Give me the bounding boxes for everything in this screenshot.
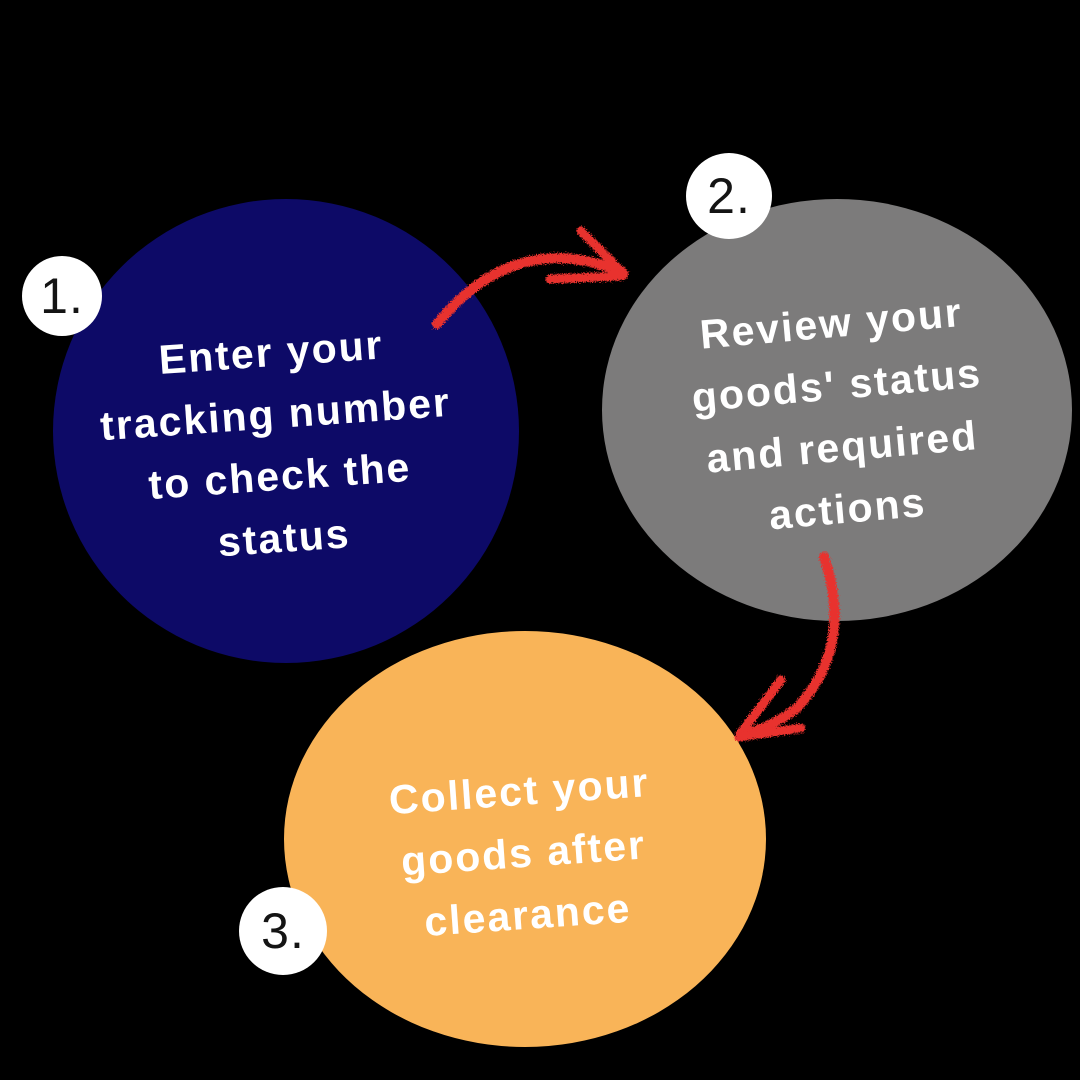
arrow-1-head-barb-icon [545,271,627,284]
step-2-number: 2. [707,168,751,224]
step-1-number: 1. [40,268,84,324]
arrow-1-head-barb-icon [576,226,629,279]
step-2-text: Review your goods' status and required a… [683,280,994,552]
step-2-number-badge: 2. [686,153,772,239]
arrow-2-head-barb-icon [735,675,786,739]
step-3-circle: Collect your goods after clearance [284,631,766,1047]
step-2-circle: Review your goods' status and required a… [602,199,1072,621]
step-1-circle: Enter your tracking number to check the … [53,199,519,663]
step-3-text: Collect your goods after clearance [386,751,659,955]
step-3-number: 3. [261,903,305,959]
step-3-number-badge: 3. [239,887,327,975]
step-1-number-badge: 1. [22,256,102,336]
arrow-2-head-barb-icon [734,723,806,742]
step-1-text: Enter your tracking number to check the … [94,309,462,581]
